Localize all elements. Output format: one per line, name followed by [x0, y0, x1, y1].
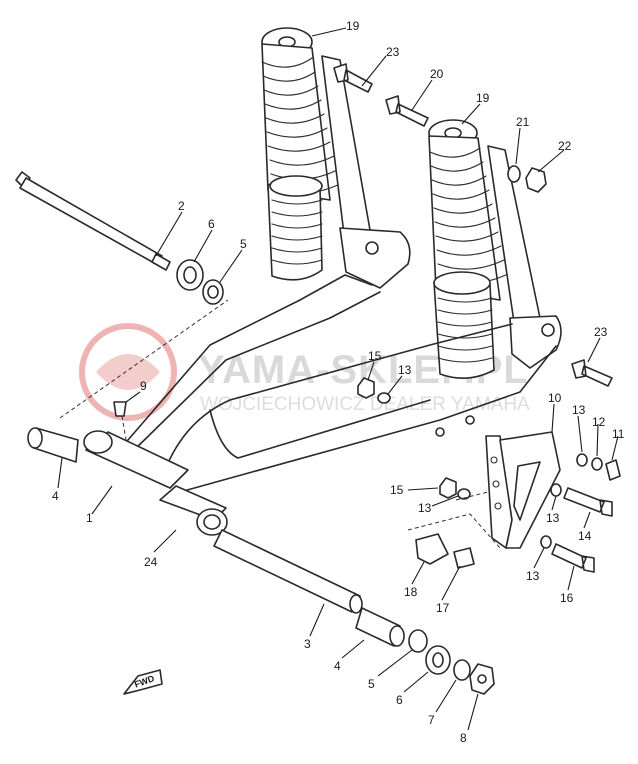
callout-12: 12 — [592, 415, 606, 429]
pivot-shaft-lower — [213, 529, 363, 614]
callout-13-mid: 13 — [398, 363, 412, 377]
rear-shock-left — [261, 27, 411, 289]
washer-7 — [453, 659, 471, 681]
callout-8: 8 — [460, 731, 467, 745]
collar-17 — [453, 547, 475, 569]
callout-10: 10 — [548, 391, 562, 405]
grease-nipple — [113, 401, 127, 417]
pivot-shaft-bolt — [15, 171, 171, 271]
callout-5-upper: 5 — [240, 237, 247, 251]
bolt-23-lower — [571, 359, 613, 387]
nut-15-lower — [439, 477, 457, 499]
washer-13-bolt14 — [550, 483, 562, 497]
callout-15-mid: 15 — [368, 349, 382, 363]
callout-6-lower: 6 — [396, 693, 403, 707]
rear-shock-right — [428, 119, 562, 379]
callout-4-upper: 4 — [52, 489, 59, 503]
callout-14: 14 — [578, 529, 592, 543]
bolt-14 — [563, 487, 613, 517]
callout-13-bolt16: 13 — [526, 569, 540, 583]
callout-11: 11 — [612, 427, 625, 441]
damper-18 — [415, 533, 449, 565]
callout-21: 21 — [516, 115, 530, 129]
callout-3: 3 — [304, 637, 311, 651]
callout-6-upper: 6 — [208, 217, 215, 231]
leader-lines — [57, 27, 619, 731]
bolt-16 — [551, 543, 595, 573]
swing-arm — [83, 274, 557, 536]
chain-guard-bracket — [407, 431, 561, 549]
bolt-11 — [605, 459, 621, 481]
callout-19-right: 19 — [476, 91, 490, 105]
callout-22: 22 — [558, 139, 572, 153]
callout-13-bolt14: 13 — [546, 511, 560, 525]
callout-15-lower: 15 — [390, 483, 404, 497]
callout-4-lower: 4 — [334, 659, 341, 673]
callout-18: 18 — [404, 585, 418, 599]
callout-23-upper: 23 — [386, 45, 400, 59]
washer-12 — [591, 457, 603, 471]
callout-1: 1 — [86, 511, 93, 525]
washer-13-bolt16 — [540, 535, 552, 549]
callout-7: 7 — [428, 713, 435, 727]
watermark-logo-mark — [96, 354, 160, 390]
callout-2: 2 — [178, 199, 185, 213]
callout-9: 9 — [140, 379, 147, 393]
forward-direction-arrow: FWD — [123, 669, 163, 695]
nut-22 — [525, 167, 547, 193]
callout-13-lower: 13 — [418, 501, 432, 515]
washer-5-lower — [408, 629, 428, 653]
callout-5-lower: 5 — [368, 677, 375, 691]
washer-13-right — [576, 453, 588, 467]
callout-13-right: 13 — [572, 403, 586, 417]
callout-19-upper: 19 — [346, 19, 360, 33]
callout-17: 17 — [436, 601, 450, 615]
callout-16: 16 — [560, 591, 574, 605]
callout-numbers: 19 23 20 19 21 22 2 6 5 23 15 13 9 10 13… — [52, 19, 625, 745]
watermark-logo-icon — [79, 323, 177, 421]
callout-24: 24 — [144, 555, 158, 569]
watermark-subtitle: WOJCIECHOWICZ DEALER YAMAHA — [200, 394, 530, 415]
washer-13-mid — [377, 392, 391, 404]
callout-23-lower: 23 — [594, 325, 608, 339]
callout-20: 20 — [430, 67, 444, 81]
washer-13-lower — [457, 488, 471, 500]
nut-15-mid — [357, 377, 375, 399]
washer-21 — [507, 165, 521, 183]
bolt-20 — [385, 95, 429, 127]
